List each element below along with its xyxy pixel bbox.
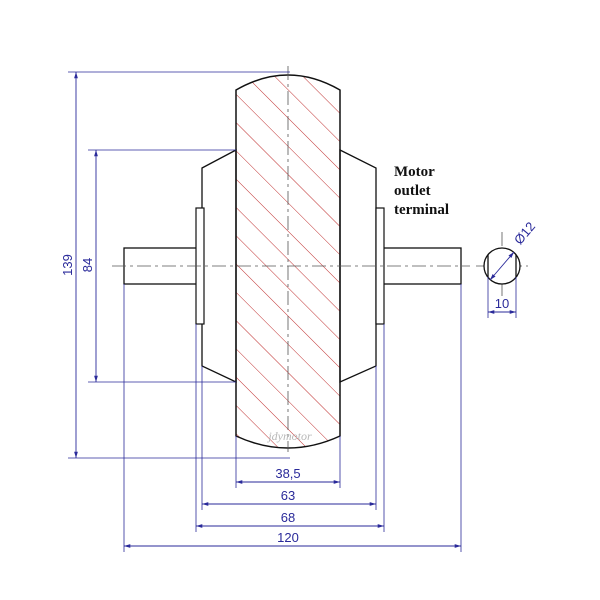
dim-shaft-flat: 10 <box>495 296 509 311</box>
dim-housing-outer-width: 68 <box>281 510 295 525</box>
dim-overall-height: 139 <box>60 254 75 276</box>
dim-housing-inner-width: 63 <box>281 488 295 503</box>
callout-line-2: outlet <box>394 183 431 199</box>
callout-line-1: Motor <box>394 164 435 180</box>
callout-line-3: terminal <box>394 202 449 218</box>
dim-tire-width: 38,5 <box>275 466 300 481</box>
left-shaft <box>123 247 199 285</box>
watermark: jdymotor <box>266 429 312 443</box>
motor-outlet-callout: Motor outlet terminal <box>394 164 449 218</box>
dimension-lines <box>74 72 516 548</box>
dim-housing-height: 84 <box>80 258 95 272</box>
extension-lines <box>68 71 517 552</box>
dim-overall-width: 120 <box>277 530 299 545</box>
dim-shaft-diameter: Ø12 <box>511 219 538 247</box>
